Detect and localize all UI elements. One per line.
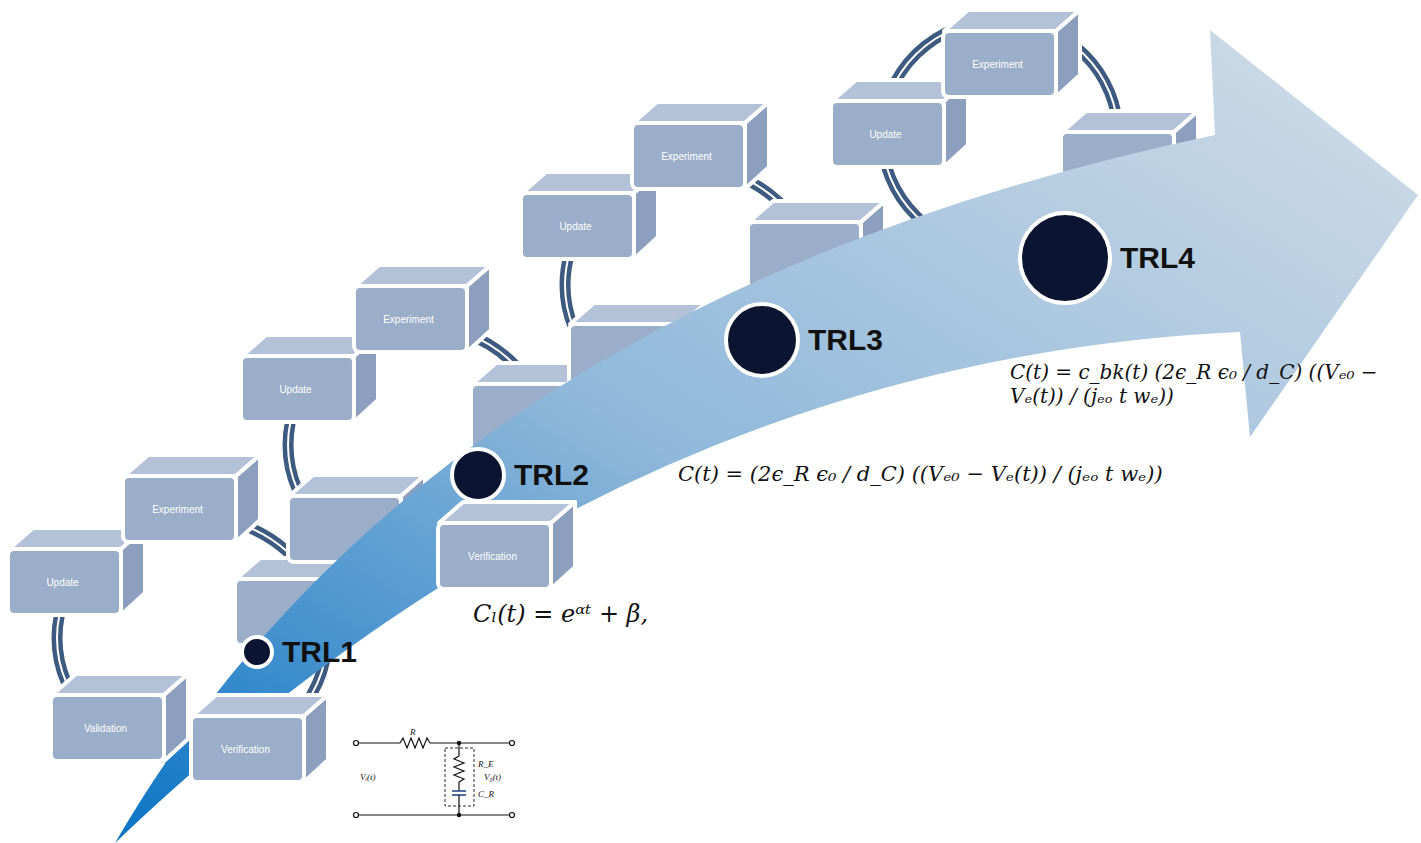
step-label: Experiment <box>661 151 712 162</box>
equation: C(t) = c_bk(t) (2ϵ_R ϵ₀ / d_C) ((Vₑ₀ − V… <box>1010 360 1410 408</box>
progress-arrow <box>115 30 1418 843</box>
box-3d-shape <box>120 452 266 548</box>
step-label: Experiment <box>152 504 203 515</box>
equation: Cₗ(t) = eᵅᵗ + β, <box>473 600 648 628</box>
step-label: Update <box>559 221 591 232</box>
component-label: C_R <box>478 789 494 799</box>
component-label: R <box>410 727 416 737</box>
cycle-step-box: Verification <box>188 692 334 788</box>
rc-circuit <box>354 738 515 818</box>
cycle-step-box: Verification <box>435 499 581 595</box>
step-label: Update <box>279 384 311 395</box>
box-3d-shape <box>940 7 1086 103</box>
step-label: Experiment <box>972 59 1023 70</box>
step-label: Verification <box>468 551 517 562</box>
milestone-dot <box>238 633 276 671</box>
box-3d-shape <box>188 692 334 788</box>
trl-label: TRL1 <box>282 635 357 669</box>
signal-name: Vᵢ(t) <box>360 772 375 782</box>
box-3d-shape <box>435 499 581 595</box>
trl-label: TRL2 <box>514 458 589 492</box>
component-label: R_E <box>478 759 494 769</box>
box-3d-shape <box>351 262 497 358</box>
trl-milestone: TRL3 <box>722 300 885 380</box>
signal-name: V₀(t) <box>484 772 501 782</box>
milestone-dot <box>722 300 802 380</box>
step-label: Update <box>46 577 78 588</box>
trl-label: TRL3 <box>808 323 883 357</box>
milestone-dot <box>448 445 508 505</box>
equation: C(t) = (2ϵ_R ϵ₀ / d_C) ((Vₑ₀ − Vₑ(t)) / … <box>678 462 1163 486</box>
cycle-step-box: Experiment <box>351 262 497 358</box>
cycle-step-box: Experiment <box>940 7 1086 103</box>
step-label: Verification <box>221 744 270 755</box>
trl-milestone: TRL1 <box>238 632 359 672</box>
box-3d-shape <box>48 671 194 767</box>
trl-milestone: TRL4 <box>1016 209 1197 307</box>
cycle-step-box: Validation <box>48 671 194 767</box>
step-label: Update <box>869 129 901 140</box>
cycle-step-box: Experiment <box>120 452 266 548</box>
trl-label: TRL4 <box>1120 241 1195 275</box>
step-label: Validation <box>84 723 127 734</box>
box-3d-shape <box>629 99 775 195</box>
trl-milestone: TRL2 <box>448 445 591 505</box>
step-label: Experiment <box>383 314 434 325</box>
milestone-dot <box>1016 209 1114 307</box>
cycle-step-box: Experiment <box>629 99 775 195</box>
